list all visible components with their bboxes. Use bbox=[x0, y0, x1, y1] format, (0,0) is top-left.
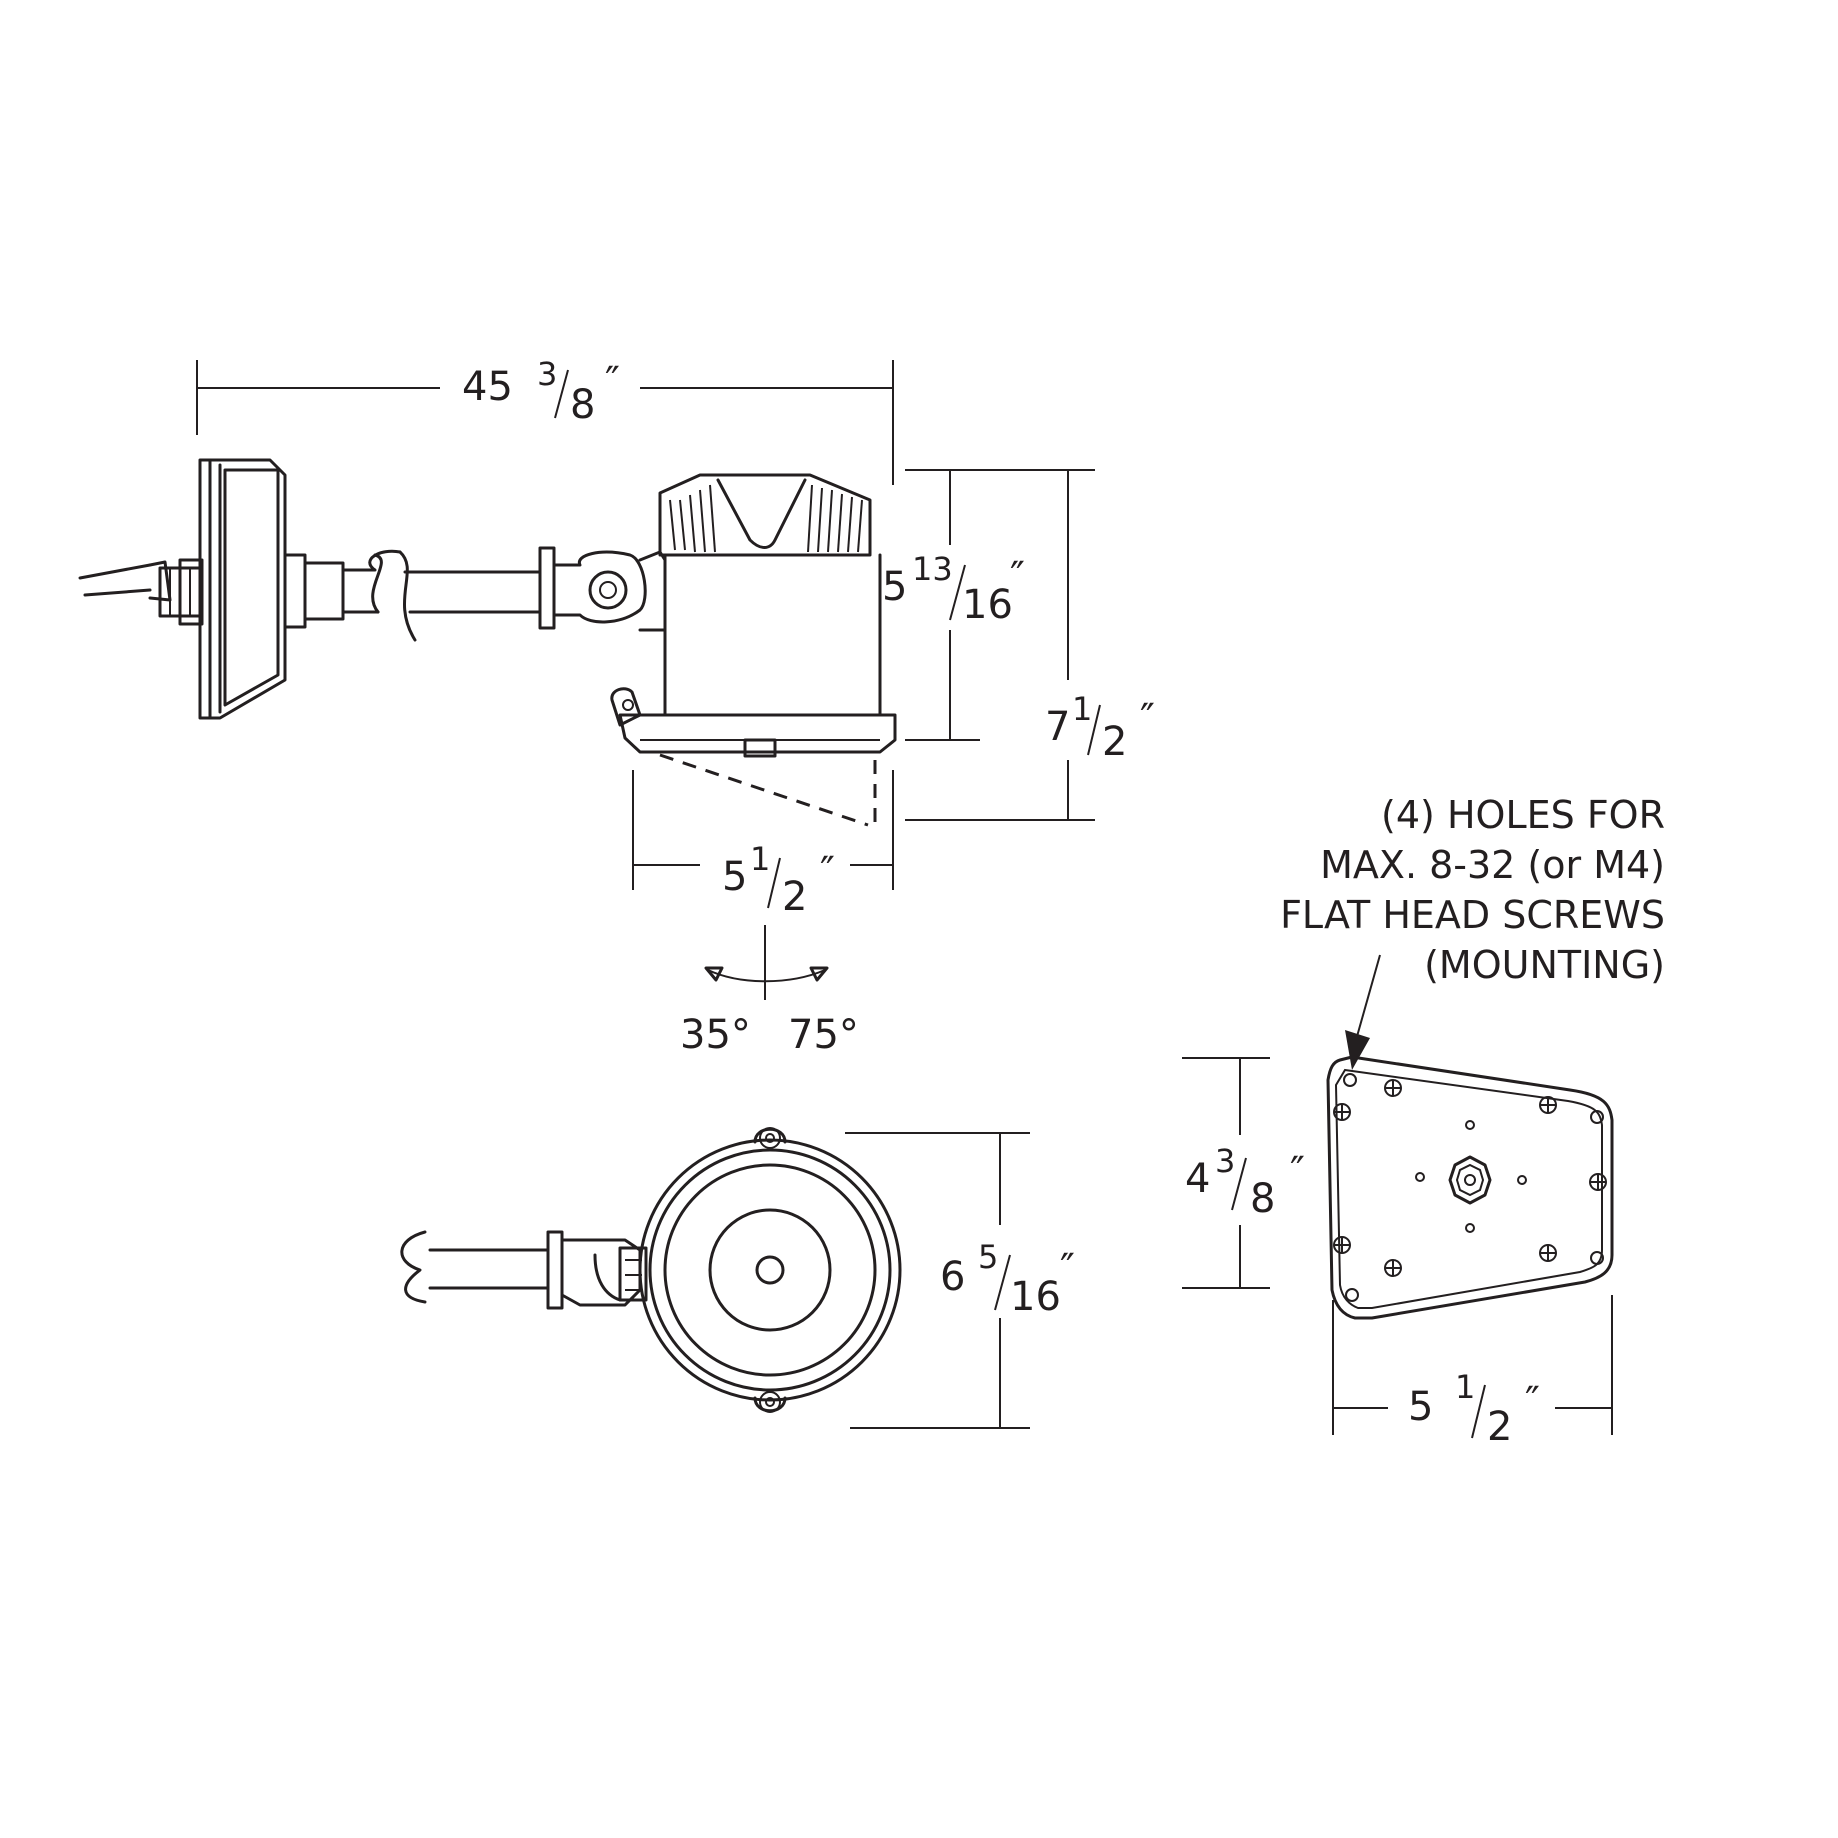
mounting-plate bbox=[1326, 1055, 1614, 1320]
front-lens-housing bbox=[638, 1127, 902, 1413]
total-height-unit: ″ bbox=[1140, 696, 1155, 742]
lens-diameter-whole: 6 bbox=[940, 1254, 965, 1300]
tilt-knuckle bbox=[538, 546, 667, 632]
plate-width-unit: ″ bbox=[1525, 1379, 1540, 1425]
tilt-right-label: 75° bbox=[788, 1012, 859, 1058]
head-width-whole: 5 bbox=[722, 854, 747, 900]
total-height-whole: 7 bbox=[1045, 704, 1070, 750]
wall-mount-housing bbox=[198, 458, 287, 720]
tilt-indicator: 35° 75° bbox=[680, 925, 859, 1058]
note-line-3: FLAT HEAD SCREWS bbox=[1280, 893, 1665, 937]
tilt-left-label: 35° bbox=[680, 1012, 751, 1058]
arm-wall-coupling bbox=[283, 553, 345, 629]
lens-diameter-num: 5 bbox=[978, 1238, 998, 1276]
front-view: 6 5 16 ″ bbox=[400, 1127, 1075, 1429]
head-width-den: 2 bbox=[782, 874, 807, 920]
plate-width-dimension: 5 1 2 ″ bbox=[1332, 1295, 1613, 1450]
head-height-num: 13 bbox=[912, 550, 953, 588]
aim-lines bbox=[659, 753, 877, 827]
screw-holes bbox=[1333, 1079, 1607, 1277]
head-height-whole: 5 bbox=[882, 564, 907, 610]
note-line-2: MAX. 8-32 (or M4) bbox=[1320, 843, 1665, 887]
plate-width-den: 2 bbox=[1487, 1404, 1512, 1450]
leader-arrow-icon bbox=[1345, 1030, 1370, 1070]
plate-width-num: 1 bbox=[1455, 1368, 1475, 1406]
note-line-1: (4) HOLES FOR bbox=[1381, 793, 1665, 837]
plate-width-whole: 5 bbox=[1408, 1384, 1433, 1430]
plate-height-whole: 4 bbox=[1185, 1156, 1210, 1202]
head-height-dimension: 5 13 16 ″ bbox=[882, 469, 1095, 741]
plate-height-dimension: 4 3 8 ″ bbox=[1182, 1057, 1305, 1289]
plate-height-den: 8 bbox=[1250, 1176, 1275, 1222]
arm bbox=[341, 549, 542, 642]
total-height-num: 1 bbox=[1072, 690, 1092, 728]
lens-diameter-den: 16 bbox=[1010, 1274, 1061, 1320]
fixture-head bbox=[610, 473, 897, 758]
lens-diameter-unit: ″ bbox=[1060, 1246, 1075, 1292]
plate-height-unit: ″ bbox=[1290, 1149, 1305, 1195]
mounting-note: (4) HOLES FOR MAX. 8-32 (or M4) FLAT HEA… bbox=[1280, 793, 1665, 1070]
plate-height-num: 3 bbox=[1215, 1142, 1235, 1180]
center-hex-nut bbox=[1415, 1120, 1527, 1233]
head-width-unit: ″ bbox=[820, 849, 835, 895]
side-view: 45 3 8 ″ bbox=[78, 355, 1155, 1058]
overall-length-whole: 45 bbox=[462, 364, 513, 410]
head-width-dimension: 5 1 2 ″ bbox=[632, 770, 894, 920]
head-height-unit: ″ bbox=[1010, 554, 1025, 600]
head-height-den: 16 bbox=[962, 582, 1013, 628]
overall-length-unit: ″ bbox=[605, 359, 620, 405]
total-height-den: 2 bbox=[1102, 719, 1127, 765]
note-line-4: (MOUNTING) bbox=[1424, 943, 1665, 987]
head-width-num: 1 bbox=[750, 840, 770, 878]
overall-length-num: 3 bbox=[537, 355, 557, 393]
lens-diameter-dimension: 6 5 16 ″ bbox=[845, 1132, 1075, 1429]
overall-length-den: 8 bbox=[570, 382, 595, 428]
front-arm bbox=[400, 1230, 648, 1310]
total-height-dimension: 7 1 2 ″ bbox=[905, 470, 1155, 821]
mounting-plate-view: (4) HOLES FOR MAX. 8-32 (or M4) FLAT HEA… bbox=[1182, 793, 1665, 1450]
power-cable bbox=[78, 560, 172, 602]
cable-gland bbox=[158, 558, 204, 626]
overall-length-dimension: 45 3 8 ″ bbox=[196, 355, 894, 485]
